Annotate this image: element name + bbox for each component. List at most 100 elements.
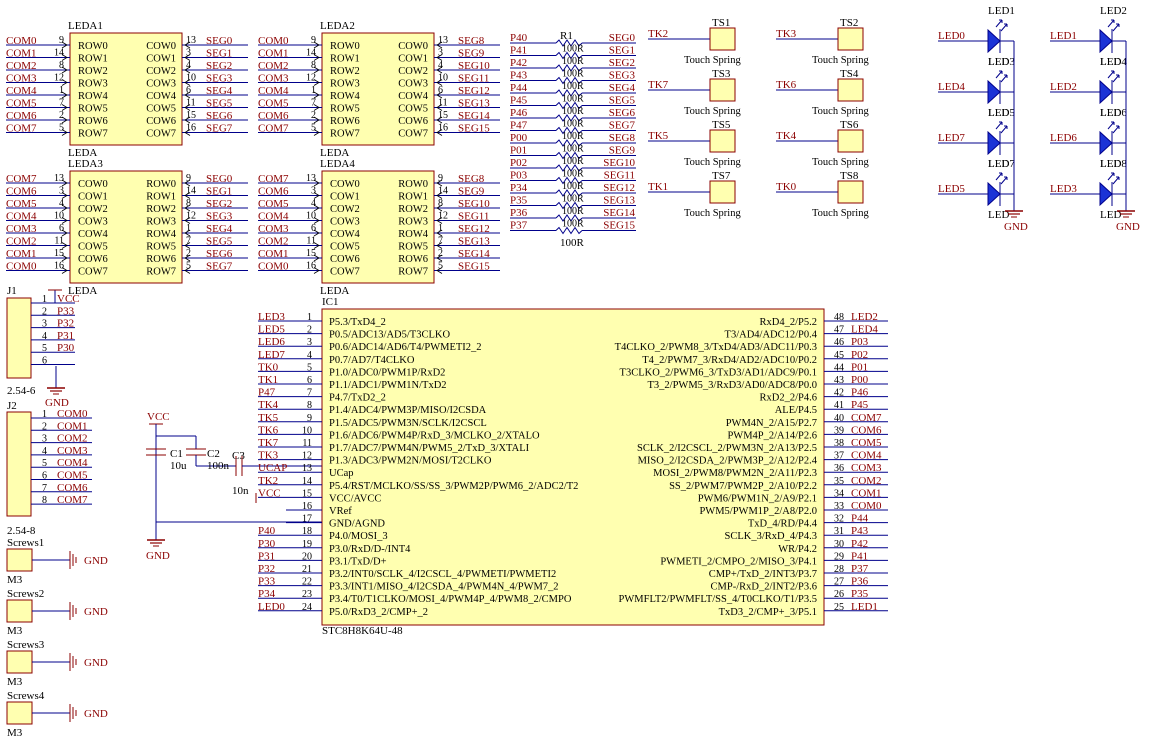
pin-marker <box>436 129 443 136</box>
led-diode <box>987 79 1001 105</box>
pin-marker <box>436 229 443 237</box>
pin-number: 35 <box>834 476 844 487</box>
pin-number: 1 <box>59 85 64 96</box>
pin-number: 6 <box>311 223 316 234</box>
pin-marker <box>436 91 443 99</box>
pin-marker <box>436 254 443 262</box>
led-ground-rail: GND <box>1116 41 1140 233</box>
pin-marker <box>61 41 68 49</box>
pin-number: 1 <box>311 85 316 96</box>
pin-marker <box>436 267 443 274</box>
pin-number: 2 <box>42 421 47 432</box>
net-label: P03 <box>510 170 528 182</box>
net-label: COM3 <box>258 73 289 85</box>
net-label: COM2 <box>258 60 289 72</box>
net-label: COM7 <box>6 123 37 135</box>
pin-marker <box>313 54 320 61</box>
net-label: P00 <box>851 374 869 386</box>
pin-number: 3 <box>59 186 64 197</box>
net-label: P45 <box>851 399 869 411</box>
pin-number: 4 <box>311 198 316 209</box>
pin-name: TxD3_2/CMP+_3/P5.1 <box>719 607 817 618</box>
pin-marker <box>436 66 443 74</box>
led-desc: LED <box>1100 209 1121 221</box>
resistor-value: 100R <box>562 194 584 205</box>
net-label: SEG12 <box>458 223 490 235</box>
led-diode <box>1099 28 1113 54</box>
pin-name: P5.4/RST/MCLKO/SS/SS_3/PWM2P/PWM6_2/ADC2… <box>329 481 578 492</box>
pin-marker <box>184 104 191 111</box>
net-label: TK5 <box>258 412 279 424</box>
pin-number: 4 <box>42 446 47 457</box>
pin-number: 16 <box>54 261 64 272</box>
led-desc: LED <box>988 56 1009 68</box>
net-label: SEG0 <box>609 32 636 44</box>
resistor-zigzag <box>555 89 583 97</box>
matrix-body <box>321 170 435 284</box>
net-label: COM7 <box>258 173 289 185</box>
net-label: COM0 <box>6 35 37 47</box>
net-label: SEG8 <box>458 35 485 47</box>
touch-pad <box>709 27 736 51</box>
pin-number: 14 <box>438 186 448 197</box>
resistor-value: 100R <box>562 119 584 130</box>
pin-marker <box>436 242 443 249</box>
pin-number: 7 <box>186 236 191 247</box>
pin-name: SCLK_3/RxD_4/P4.3 <box>725 531 817 542</box>
pin-name: P3.3/INT1/MISO_4/I2CSDA_4/PWM4N_4/PWM7_2 <box>329 582 559 593</box>
resistor-value: 100R <box>562 181 584 192</box>
touch-pad <box>837 78 864 102</box>
net-label: UCAP <box>258 462 287 474</box>
net-label: COM5 <box>258 198 289 210</box>
ground-symbol <box>46 379 66 395</box>
pin-marker <box>436 192 443 199</box>
net-label: P01 <box>510 145 527 157</box>
net-label: SEG0 <box>206 35 233 47</box>
pin-marker <box>61 104 68 111</box>
pin-number: 9 <box>311 35 316 46</box>
pin-name: ROW3 <box>78 79 108 90</box>
resistor-zigzag <box>555 101 583 110</box>
net-label: SEG10 <box>458 198 490 210</box>
screw-pad <box>6 650 33 674</box>
pin-number: 12 <box>438 211 448 222</box>
pin-marker <box>313 217 320 224</box>
led-ray <box>1112 23 1120 32</box>
net-label: TK3 <box>258 450 279 462</box>
led-ray <box>1000 125 1008 134</box>
net-label: COM1 <box>851 487 882 499</box>
pin-number: 24 <box>302 602 312 613</box>
pin-number: 11 <box>54 236 64 247</box>
pin-name: ROW4 <box>398 229 428 240</box>
pin-number: 7 <box>311 98 316 109</box>
net-label: SEG14 <box>603 207 635 219</box>
pin-name: RxD2_2/P4.6 <box>760 393 817 404</box>
net-label: COM5 <box>851 437 882 449</box>
pin-name: CMP-/RxD_2/INT2/P3.6 <box>711 582 817 593</box>
net-label: P35 <box>510 195 528 207</box>
net-label: TK2 <box>648 28 668 40</box>
cap-ref: C1 <box>170 448 183 460</box>
pin-number: 39 <box>834 425 844 436</box>
pin-name: ROW3 <box>330 79 360 90</box>
pin-number: 33 <box>834 501 844 512</box>
touch-ref: TS6 <box>840 119 859 131</box>
pin-marker <box>184 192 191 199</box>
pin-number: 18 <box>302 526 312 537</box>
pin-name: ROW1 <box>146 192 176 203</box>
pin-marker <box>184 129 191 136</box>
pin-marker <box>313 104 320 111</box>
pin-marker <box>184 254 191 262</box>
net-label: COM1 <box>6 248 37 260</box>
net-label: SEG13 <box>603 195 635 207</box>
pin-name: UCap <box>329 468 354 479</box>
net-label: COM4 <box>851 450 882 462</box>
pin-name: COW4 <box>146 91 176 102</box>
net-label: SEG10 <box>603 157 635 169</box>
